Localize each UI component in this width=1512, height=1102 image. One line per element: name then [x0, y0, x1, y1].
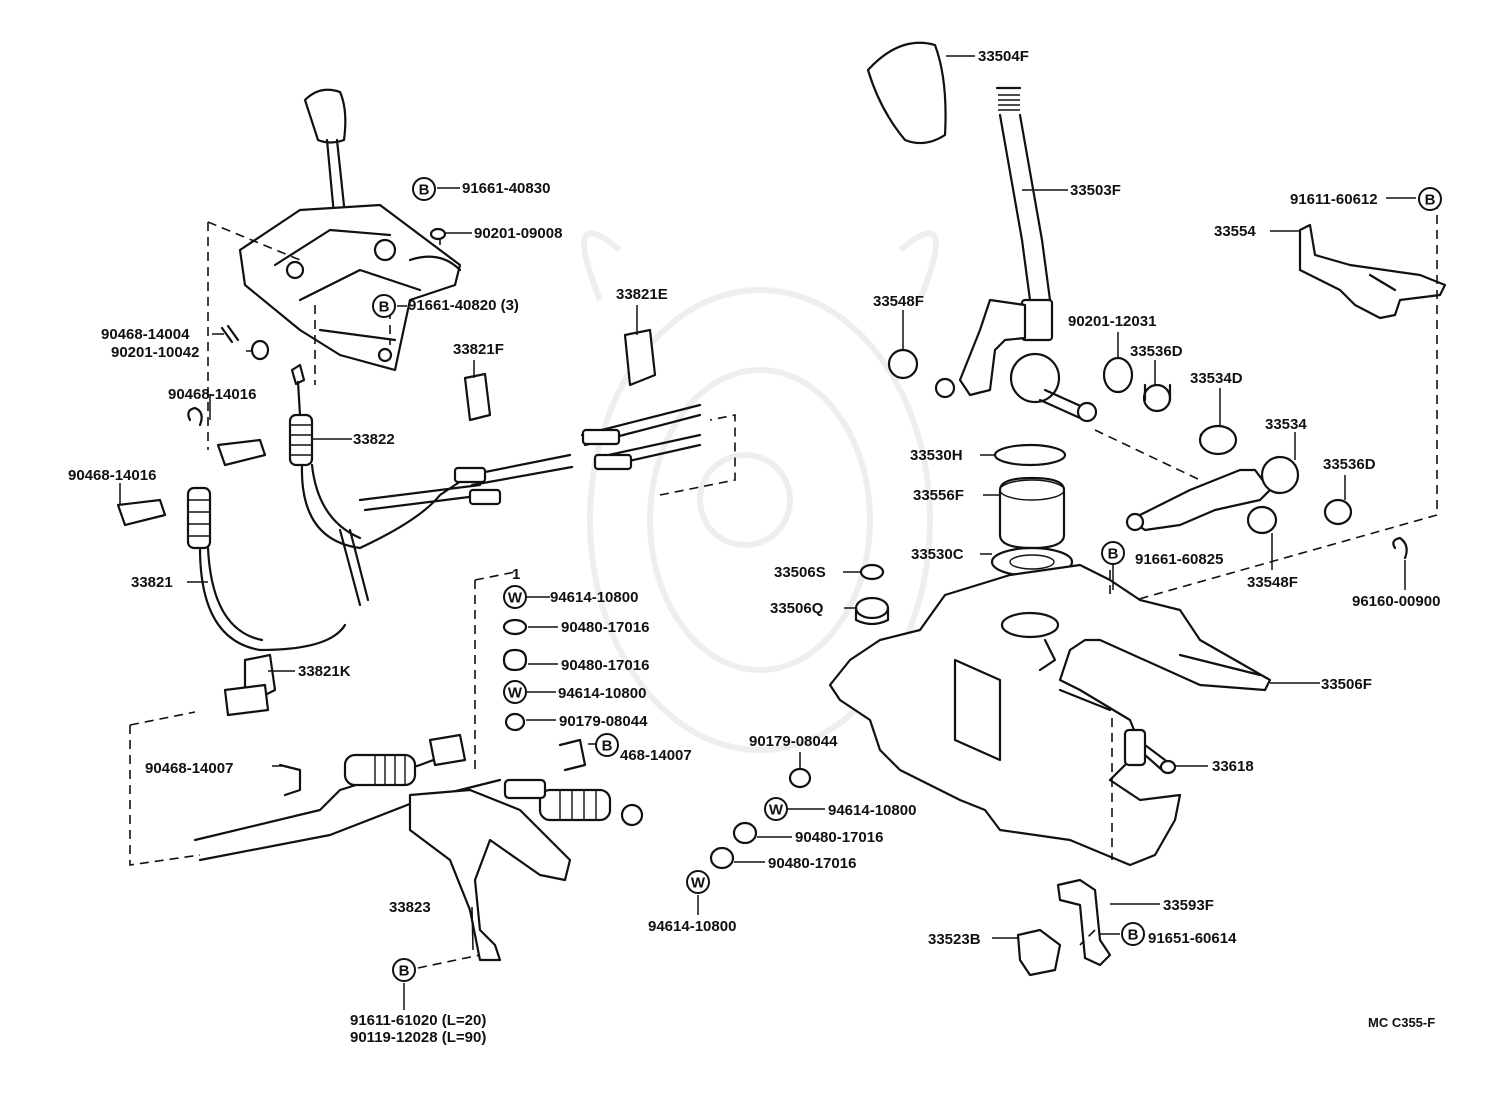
part-label-33523B: 33523B — [928, 931, 981, 948]
part-label-90201-10042: 90201-10042 — [111, 344, 200, 361]
part-label-33534: 33534 — [1265, 416, 1307, 433]
svg-text:B: B — [602, 738, 613, 755]
part-label-94614-10800-a: 94614-10800 — [550, 589, 639, 606]
bracket-33554-drawing — [1298, 223, 1447, 320]
washer-marker-w: W — [503, 680, 527, 704]
bushings-right-drawing — [887, 348, 1238, 456]
part-label-94614-10800-d: 94614-10800 — [648, 918, 737, 935]
part-label-90201-12031: 90201-12031 — [1068, 313, 1157, 330]
part-label-90480-17016-a: 90480-17016 — [561, 619, 650, 636]
part-label-33554: 33554 — [1214, 223, 1256, 240]
clip-33821K-drawing — [223, 653, 277, 717]
part-label-33821K: 33821K — [298, 663, 351, 680]
part-label-90480-17016-d: 90480-17016 — [768, 855, 857, 872]
part-label-33534D: 33534D — [1190, 370, 1243, 387]
part-label-90179-08044-a: 90179-08044 — [559, 713, 648, 730]
clip-90468-14007-drawing — [278, 738, 587, 797]
part-label-94614-10800-b: 94614-10800 — [558, 685, 647, 702]
part-label-91661-40830: 91661-40830 — [462, 180, 551, 197]
part-label-33556F: 33556F — [913, 487, 964, 504]
part-label-33821: 33821 — [131, 574, 173, 591]
diagram-code: MC C355-F — [1368, 1015, 1436, 1030]
shift-knob-33504F-drawing — [866, 41, 947, 145]
small-hardware-drawings — [116, 227, 447, 527]
bolt-marker-b: B — [1418, 187, 1442, 211]
cable-ends-drawing — [463, 328, 702, 471]
bolt-marker-b: B — [595, 733, 619, 757]
svg-text:B: B — [1128, 927, 1139, 944]
part-label-90480-17016-c: 90480-17016 — [795, 829, 884, 846]
part-label-1: 1 — [512, 566, 521, 583]
washer-marker-w: W — [764, 797, 788, 821]
svg-text:W: W — [508, 590, 523, 607]
bushing-group-drawing — [709, 563, 890, 870]
part-label-90468-14004: 90468-14004 — [101, 326, 190, 343]
part-label-33503F: 33503F — [1070, 182, 1121, 199]
part-label-33548F-upper: 33548F — [873, 293, 924, 310]
lower-cable-bracket-drawing — [193, 733, 644, 962]
part-label-91651-60614: 91651-60614 — [1148, 930, 1237, 947]
part-label-90480-17016-b: 90480-17016 — [561, 657, 650, 674]
leader-lines — [119, 55, 1416, 1010]
svg-text:W: W — [691, 875, 706, 892]
svg-text:B: B — [419, 182, 430, 199]
shift-lever-assembly-drawing — [238, 88, 462, 372]
bolt-marker-b: B — [1101, 541, 1125, 565]
part-label-33506Q: 33506Q — [770, 600, 824, 617]
part-label-33536D-upper: 33536D — [1130, 343, 1183, 360]
bracket-33593F-drawing — [1056, 878, 1112, 967]
watermark-logo — [581, 230, 939, 753]
part-label-33618: 33618 — [1212, 758, 1254, 775]
bolt-marker-b: B — [1121, 922, 1145, 946]
shift-arm-33534-drawing — [1125, 455, 1353, 535]
part-label-33821F: 33821F — [453, 341, 504, 358]
svg-text:B: B — [379, 299, 390, 316]
part-label-91611-61020: 91611-61020 (L=20) — [350, 1012, 487, 1029]
bolt-marker-b: B — [372, 294, 396, 318]
cable-33822-drawing — [288, 363, 574, 550]
part-label-33504F: 33504F — [978, 48, 1029, 65]
part-label-33593F: 33593F — [1163, 897, 1214, 914]
svg-text:B: B — [399, 963, 410, 980]
part-label-33536D-lower: 33536D — [1323, 456, 1376, 473]
part-label-33506F: 33506F — [1321, 676, 1372, 693]
clip-96160-00900-drawing — [1392, 536, 1408, 560]
shift-base-bracket-33506F-drawing — [828, 563, 1272, 867]
bolt-marker-b: B — [392, 958, 416, 982]
part-label-90119-12028: 90119-12028 (L=90) — [350, 1029, 487, 1046]
svg-text:W: W — [769, 802, 784, 819]
part-label-91611-60612: 91611-60612 — [1290, 191, 1378, 208]
part-label-94614-10800-c: 94614-10800 — [828, 802, 917, 819]
shift-lever-33503F-drawing — [934, 86, 1098, 423]
part-label-33530H: 33530H — [910, 447, 963, 464]
bolt-marker-b: B — [412, 177, 436, 201]
pin-33618-drawing — [1123, 728, 1177, 775]
clip-33523B-drawing — [1016, 928, 1062, 977]
seal-ring-bushing-drawing — [990, 443, 1074, 578]
svg-text:B: B — [1108, 546, 1119, 563]
part-label-96160-00900: 96160-00900 — [1352, 593, 1441, 610]
part-label-33823: 33823 — [389, 899, 431, 916]
part-label-91661-60825: 91661-60825 — [1135, 551, 1224, 568]
part-label-90468-14007: 90468-14007 — [145, 760, 234, 777]
part-label-91661-40820: 91661-40820 (3) — [408, 297, 519, 314]
washer-marker-w: W — [503, 585, 527, 609]
washer-marker-w: W — [686, 870, 710, 894]
part-label-33822: 33822 — [353, 431, 395, 448]
bushing-stack-drawing — [502, 618, 528, 732]
svg-text:B: B — [1425, 192, 1436, 209]
part-label-33530C: 33530C — [911, 546, 964, 563]
part-label-90179-08044-b: 90179-08044 — [749, 733, 838, 750]
part-label-33548F-lower: 33548F — [1247, 574, 1298, 591]
part-label-90468-14016-upper: 90468-14016 — [168, 386, 257, 403]
part-label-468-14007: 468-14007 — [620, 747, 692, 764]
part-label-33821E: 33821E — [616, 286, 668, 303]
part-label-90201-09008: 90201-09008 — [474, 225, 563, 242]
part-label-90468-14016-lower: 90468-14016 — [68, 467, 157, 484]
cable-33821-drawing — [186, 483, 502, 652]
part-label-33506S: 33506S — [774, 564, 826, 581]
svg-text:W: W — [508, 685, 523, 702]
